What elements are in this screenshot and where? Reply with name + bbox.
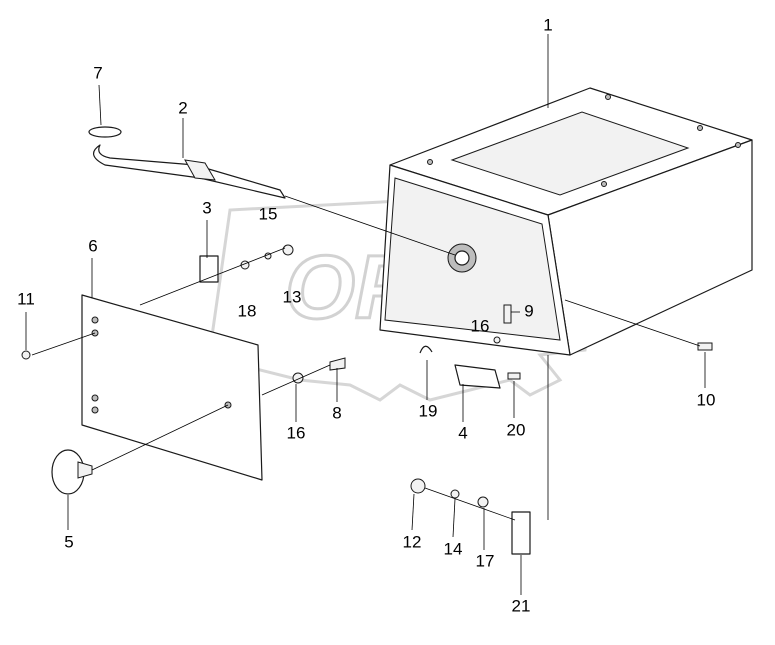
leader-10-axis	[564, 299, 701, 347]
hinge-21	[511, 511, 531, 555]
washer-13	[282, 244, 294, 256]
housing-hole	[605, 94, 611, 100]
callout-18: 18	[238, 301, 257, 320]
callout-16-upper: 16	[471, 316, 490, 335]
callout-4: 4	[458, 423, 467, 442]
leader-hardware-axis	[424, 487, 516, 521]
washer-17	[477, 496, 489, 508]
lever-handle	[93, 144, 286, 199]
lever-grip	[184, 159, 216, 181]
bolt-8	[329, 357, 346, 371]
callout-16-lower: 16	[287, 423, 306, 442]
nut-16-upper	[493, 336, 501, 344]
housing-bushing-hole	[454, 250, 470, 266]
housing-hole	[601, 181, 607, 187]
washer-14	[450, 489, 460, 499]
screw-11	[21, 350, 31, 360]
leader-11-axis	[31, 332, 96, 356]
callout-21: 21	[512, 596, 531, 615]
ring	[88, 126, 122, 138]
callout-1: 1	[543, 15, 552, 34]
callout-15: 15	[259, 204, 278, 223]
plate-hole	[91, 316, 99, 324]
housing-hole	[735, 142, 741, 148]
callout-13: 13	[283, 287, 302, 306]
callout-12: 12	[403, 532, 422, 551]
nut-12	[410, 478, 426, 494]
leader-7	[98, 84, 102, 126]
callout-6: 6	[88, 236, 97, 255]
pin-9	[503, 304, 512, 324]
leader-14	[452, 498, 456, 538]
leader-plate-housing	[139, 247, 286, 306]
callout-7: 7	[93, 63, 102, 82]
callout-5: 5	[64, 532, 73, 551]
leader-knob-plate	[91, 404, 229, 471]
latch-4	[454, 364, 501, 389]
callout-8: 8	[332, 403, 341, 422]
callout-14: 14	[444, 539, 463, 558]
housing-hole	[697, 125, 703, 131]
housing-top-opening	[450, 111, 690, 196]
callout-2: 2	[178, 98, 187, 117]
callout-11: 11	[17, 289, 35, 308]
leader-plate-bolt	[261, 364, 331, 396]
callout-9: 9	[524, 301, 533, 320]
plate-hole	[91, 394, 99, 402]
leader-12	[411, 493, 415, 531]
callout-20: 20	[507, 420, 526, 439]
callout-3: 3	[202, 198, 211, 217]
screw-10	[697, 342, 713, 351]
housing-hole	[427, 159, 433, 165]
cover-plate	[81, 294, 263, 481]
knob-stem	[77, 461, 93, 479]
clip-19	[419, 345, 433, 354]
leader-lines	[25, 34, 706, 595]
hinge	[199, 255, 219, 283]
callout-17: 17	[476, 551, 495, 570]
leader-shaft-housing	[284, 195, 456, 256]
pin-20	[507, 372, 521, 380]
callout-labels: 1 2 3 4 5 6 7 8 9 10 11 12 13 14 15 16 1…	[17, 15, 715, 615]
plate-hole	[91, 406, 99, 414]
callout-19: 19	[419, 401, 438, 420]
housing-box	[379, 87, 753, 356]
callout-10: 10	[697, 390, 716, 409]
lever-shaft	[93, 144, 286, 199]
